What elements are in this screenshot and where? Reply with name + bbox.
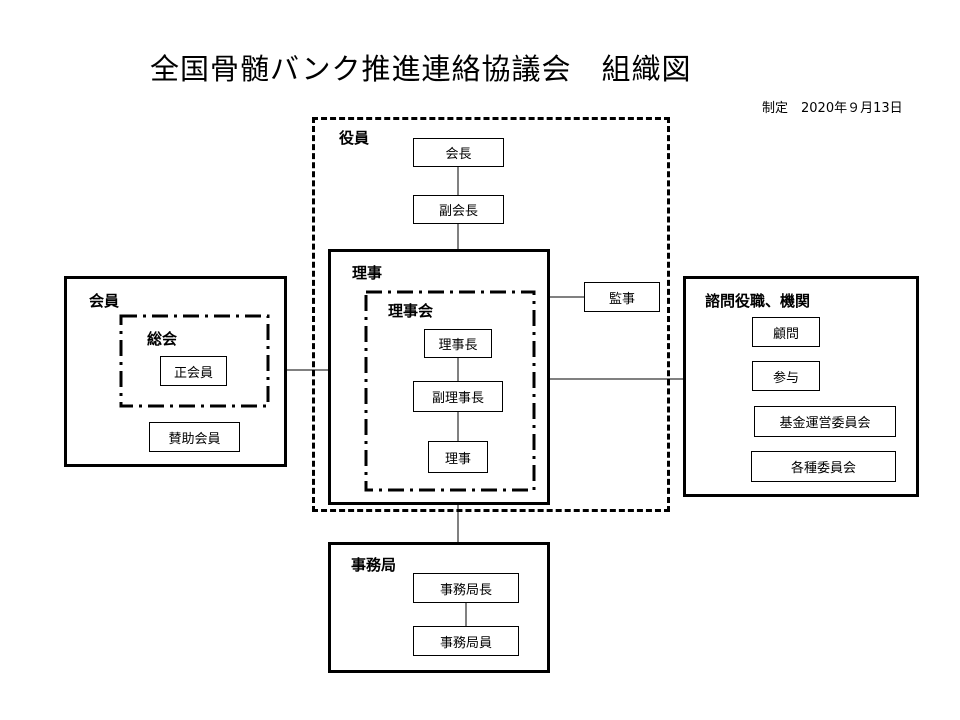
yakuin-label: 役員 [339,129,370,147]
komon-item-fund-committee: 基金運営委員会 [754,406,896,437]
sanjo-box: 賛助会員 [149,422,240,452]
jimukyoku-label: 事務局 [351,556,397,574]
jimukyokuin-box: 事務局員 [413,626,519,656]
rijikai-label: 理事会 [388,302,434,320]
seikaiin-box: 正会員 [160,356,227,386]
komon-item-committees: 各種委員会 [751,451,896,482]
rijikai-border [364,290,536,492]
sokai-border [119,314,270,408]
riji-label: 理事 [352,264,383,282]
fukurijicho-box: 副理事長 [413,381,503,412]
established-date: 制定 2020年９月13日 [762,101,903,116]
komon-group [683,276,919,497]
kaicho-box: 会長 [413,138,504,167]
kaiin-group [64,276,287,467]
fukukaicho-box: 副会長 [413,195,504,224]
kaiin-label: 会員 [89,292,120,310]
riji-group [328,249,550,505]
kansa-box: 監事 [584,282,660,312]
yakuin-group [312,117,670,512]
page-title: 全国骨髄バンク推進連絡協議会 組織図 [150,52,692,86]
sokai-label: 総会 [147,330,178,348]
jimukyokucho-box: 事務局長 [413,573,519,603]
riji-member-box: 理事 [428,441,488,473]
komon-label: 諮問役職、機関 [705,292,811,310]
jimukyoku-group [328,542,550,673]
komon-item-adviser: 顧問 [752,317,820,347]
rijicho-box: 理事長 [424,329,492,358]
komon-item-counselor: 参与 [752,361,820,391]
